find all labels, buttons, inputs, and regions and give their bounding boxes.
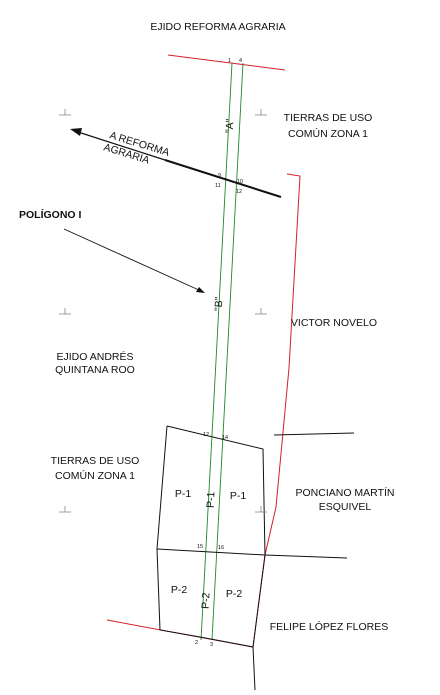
point-10: 10: [237, 179, 243, 185]
point-2: 2: [195, 640, 198, 646]
cross-marker-icon: [59, 506, 71, 513]
point-15: 15: [197, 544, 203, 550]
cross-marker-icon: [59, 109, 71, 116]
segment-a-label: "A": [224, 118, 237, 133]
point-14: 14: [222, 435, 228, 441]
lower-right-edge: [252, 646, 256, 691]
label-ponciano-1: PONCIANO MARTÍN: [296, 486, 395, 499]
point-12-top: 12: [236, 189, 242, 195]
label-ponciano-2: ESQUIVEL: [319, 501, 372, 513]
top-boundary-line: [167, 54, 286, 71]
label-ejido-andres-2: QUINTANA ROO: [55, 364, 135, 376]
point-9: 9: [218, 173, 221, 179]
label-tierras-low-1: TIERRAS DE USO: [51, 455, 140, 467]
plot-p1-left: P-1: [175, 488, 192, 500]
segment-b-label: "B": [213, 296, 226, 311]
plot-outline: [156, 425, 266, 648]
plot-p2-left: P-2: [171, 584, 188, 596]
label-tierras-low-2: COMÚN ZONA 1: [55, 469, 135, 482]
ponciano-felipe-line: [264, 554, 348, 559]
cross-marker-icon: [59, 308, 71, 315]
point-3: 3: [210, 642, 213, 648]
point-16: 16: [218, 545, 224, 551]
victor-ponciano-line: [273, 432, 355, 436]
cross-marker-icon: [255, 308, 267, 315]
point-4: 4: [239, 58, 242, 64]
label-tierras-top-1: TIERRAS DE USO: [284, 112, 373, 124]
point-12: 12: [203, 432, 209, 438]
poligono-leader: [63, 228, 202, 292]
arrow-shaft: [77, 131, 166, 161]
green-corridor: [200, 62, 244, 641]
label-victor: VICTOR NOVELO: [291, 317, 377, 329]
label-felipe: FELIPE LÓPEZ FLORES: [270, 620, 388, 633]
label-tierras-top-2: COMÚN ZONA 1: [288, 127, 368, 140]
corridor-right-line: [211, 62, 244, 641]
cross-marker-icon: [255, 506, 267, 513]
plot-p2-center: P-2: [200, 592, 213, 609]
corridor-left-line: [200, 62, 233, 641]
divider-line: [156, 548, 266, 556]
lot-lines: [63, 128, 355, 691]
plot-p1-right: P-1: [230, 490, 247, 502]
label-ejido-andres-1: EJIDO ANDRÉS: [56, 350, 133, 363]
leader-arrow-icon: [196, 287, 205, 293]
plot-p2-right: P-2: [226, 588, 243, 600]
label-poligono: POLÍGONO I: [19, 208, 82, 221]
arrow-head-icon: [70, 128, 82, 136]
point-1: 1: [228, 58, 231, 64]
label-north: EJIDO REFORMA AGRARIA: [150, 21, 285, 33]
crossing-line: [164, 159, 282, 198]
grid-markers: [59, 109, 267, 513]
point-11: 11: [215, 183, 221, 189]
right-boundary-line: [252, 173, 301, 648]
cross-marker-icon: [255, 109, 267, 116]
plot-p1-center: P-1: [205, 491, 218, 508]
